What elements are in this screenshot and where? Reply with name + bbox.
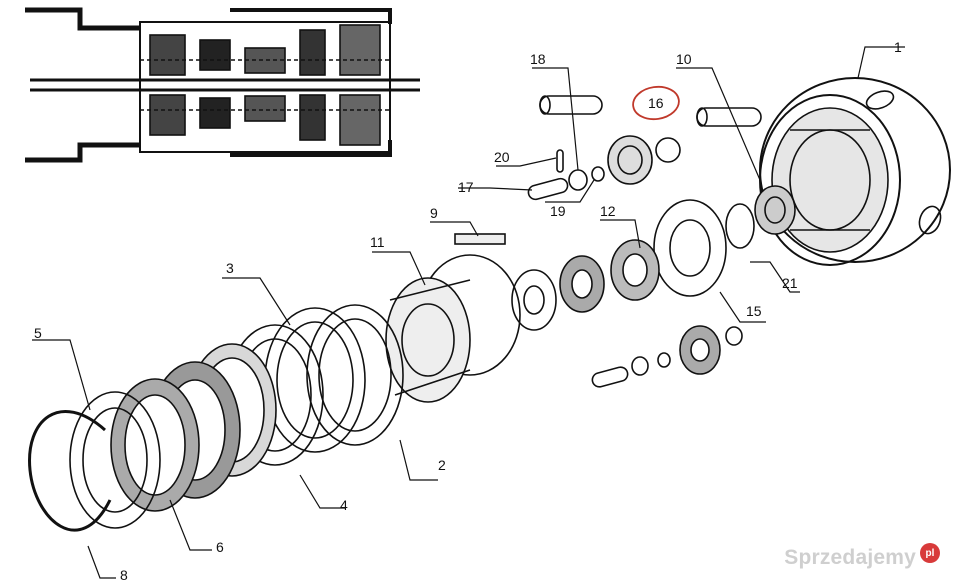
callout-10: 10 bbox=[676, 51, 692, 67]
callout-18: 18 bbox=[530, 51, 546, 67]
bearing-part-19 bbox=[568, 166, 605, 191]
callout-20: 20 bbox=[494, 149, 510, 165]
highlight-circle bbox=[632, 85, 680, 121]
bearing-part-21 bbox=[725, 185, 796, 249]
spacer-part-9 bbox=[454, 233, 557, 331]
shaft-part-17 bbox=[527, 177, 569, 201]
callout-5: 5 bbox=[34, 325, 42, 341]
callout-6: 6 bbox=[216, 539, 224, 555]
watermark-logo: Sprzedajemy pl bbox=[784, 543, 940, 570]
pin-part-20 bbox=[556, 149, 564, 173]
callout-9: 9 bbox=[430, 205, 438, 221]
watermark-badge: pl bbox=[920, 543, 940, 563]
callout-21: 21 bbox=[782, 275, 798, 291]
planet-gear-part-12 bbox=[559, 239, 743, 388]
callout-19: 19 bbox=[550, 203, 566, 219]
callout-1: 1 bbox=[894, 39, 902, 55]
callout-8: 8 bbox=[120, 567, 128, 583]
callout-11: 11 bbox=[370, 234, 385, 250]
callout-12: 12 bbox=[600, 203, 616, 219]
callout-17: 17 bbox=[458, 179, 474, 195]
pin-part-10 bbox=[696, 107, 762, 127]
snap-ring-part-8 bbox=[28, 410, 112, 532]
housing-part-1 bbox=[759, 77, 951, 266]
callout-4: 4 bbox=[340, 497, 348, 513]
watermark-text: Sprzedajemy bbox=[784, 546, 916, 569]
leader-lines bbox=[32, 46, 905, 579]
callout-labels: 1 2 3 4 5 6 8 9 10 11 12 15 16 17 18 19 … bbox=[34, 39, 902, 583]
callout-2: 2 bbox=[438, 457, 446, 473]
carrier-part-11 bbox=[385, 254, 521, 403]
cross-section-drawing bbox=[25, 7, 420, 163]
clutch-disc-part-2 bbox=[306, 304, 404, 446]
clutch-disc-part-6 bbox=[110, 361, 241, 512]
pressure-plate-part-5 bbox=[69, 391, 161, 529]
callout-16: 16 bbox=[648, 95, 664, 111]
needle-bearing-part-16 bbox=[607, 135, 681, 185]
callout-3: 3 bbox=[226, 260, 234, 276]
callout-15: 15 bbox=[746, 303, 762, 319]
thrust-washer-part-15 bbox=[653, 199, 727, 297]
